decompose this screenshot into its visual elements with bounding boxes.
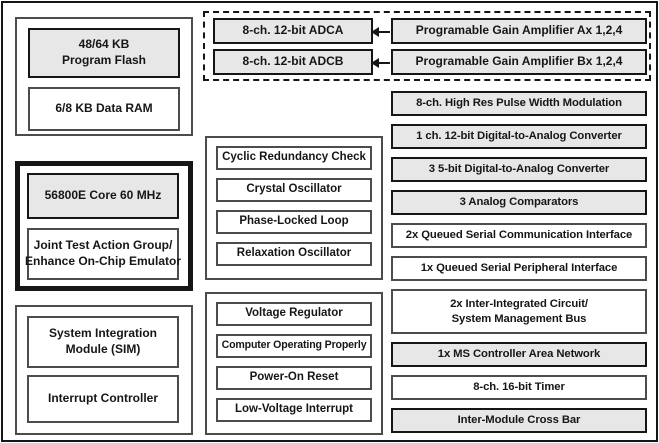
peripheral-column: 8-ch. High Res Pulse Width Modulation 1 c… bbox=[391, 91, 647, 433]
pga-a-to-adca-arrow-icon bbox=[371, 27, 391, 37]
block-inter-module-cross-bar: Inter-Module Cross Bar bbox=[391, 408, 647, 433]
block-3-5-bit-digital-to-analog-converter: 3 5-bit Digital-to-Analog Converter bbox=[391, 157, 647, 182]
block-relaxation-oscillator: Relaxation Oscillator bbox=[216, 242, 372, 266]
block-crystal-oscillator: Crystal Oscillator bbox=[216, 178, 372, 202]
block-2x-queued-serial-communication-interface: 2x Queued Serial Communication Interface bbox=[391, 223, 647, 248]
block-power-on-reset: Power-On Reset bbox=[216, 366, 372, 390]
block-56800e-core-60-mhz: 56800E Core 60 MHz bbox=[27, 173, 179, 219]
block-8-ch-16-bit-timer: 8-ch. 16-bit Timer bbox=[391, 375, 647, 400]
block-cyclic-redundancy-check: Cyclic Redundancy Check bbox=[216, 146, 372, 170]
block-8-ch-12-bit-adcb: 8-ch. 12-bit ADCB bbox=[213, 49, 373, 75]
block-programable-gain-amplifier-bx-1-2-4: Programable Gain Amplifier Bx 1,2,4 bbox=[391, 49, 647, 75]
block-6-8-kb-data-ram: 6/8 KB Data RAM bbox=[28, 87, 180, 131]
block-1-ch-12-bit-digital-to-analog-converter: 1 ch. 12-bit Digital-to-Analog Converter bbox=[391, 124, 647, 149]
block-1x-queued-serial-peripheral-interface: 1x Queued Serial Peripheral Interface bbox=[391, 256, 647, 281]
block-8-ch-12-bit-adca: 8-ch. 12-bit ADCA bbox=[213, 18, 373, 44]
block-low-voltage-interrupt: Low-Voltage Interrupt bbox=[216, 398, 372, 422]
block-programable-gain-amplifier-ax-1-2-4: Programable Gain Amplifier Ax 1,2,4 bbox=[391, 18, 647, 44]
block-3-analog-comparators: 3 Analog Comparators bbox=[391, 190, 647, 215]
block-phase-locked-loop: Phase-Locked Loop bbox=[216, 210, 372, 234]
block-joint-test-action-group-enhance-on-chip-emulator: Joint Test Action Group/Enhance On-Chip … bbox=[25, 228, 181, 280]
block-interrupt-controller: Interrupt Controller bbox=[27, 375, 179, 423]
pga-b-to-adcb-arrow-icon bbox=[371, 58, 391, 68]
block-1x-ms-controller-area-network: 1x MS Controller Area Network bbox=[391, 342, 647, 367]
block-computer-operating-properly: Computer Operating Properly bbox=[216, 334, 372, 358]
block-2x-inter-integrated-circuit-system-management-bus: 2x Inter-Integrated Circuit/System Manag… bbox=[391, 289, 647, 334]
block-voltage-regulator: Voltage Regulator bbox=[216, 302, 372, 326]
block-8-ch-high-res-pulse-width-modulation: 8-ch. High Res Pulse Width Modulation bbox=[391, 91, 647, 116]
analog-front-end-group: 8-ch. 12-bit ADCA 8-ch. 12-bit ADCB Progr… bbox=[203, 11, 651, 81]
